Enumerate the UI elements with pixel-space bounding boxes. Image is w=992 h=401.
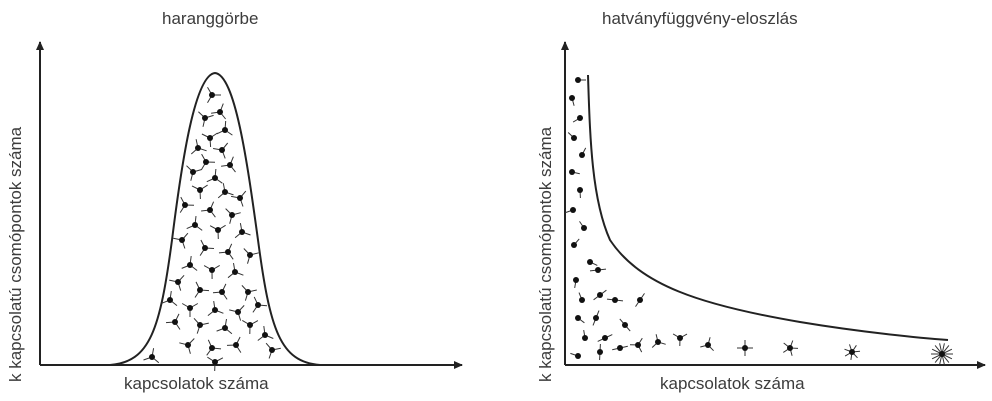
- network-node-icon: [203, 264, 220, 280]
- network-node-icon: [221, 156, 236, 173]
- left-x-axis-label: kapcsolatok száma: [124, 374, 269, 393]
- network-node-icon: [252, 296, 268, 313]
- network-node-icon: [186, 216, 203, 231]
- network-node-icon: [606, 297, 624, 303]
- network-node-icon: [700, 337, 714, 352]
- network-node-icon: [206, 168, 223, 184]
- network-node-icon: [216, 120, 233, 136]
- right-x-axis-label: kapcsolatok száma: [660, 374, 805, 393]
- left-panel-title: haranggörbe: [162, 9, 259, 28]
- power-law-nodes: [565, 77, 953, 365]
- network-node-icon: [206, 339, 222, 356]
- right-y-axis-label: k kapcsolatú csomópontok száma: [536, 126, 555, 382]
- network-node-icon: [169, 274, 185, 291]
- network-node-icon: [213, 142, 229, 159]
- network-node-icon: [225, 208, 241, 224]
- network-node-icon: [179, 196, 195, 213]
- network-node-icon: [218, 243, 234, 260]
- network-node-icon: [194, 281, 210, 298]
- network-node-icon: [199, 239, 215, 256]
- network-node-icon: [241, 285, 257, 301]
- network-node-icon: [569, 169, 580, 175]
- network-node-icon: [209, 224, 226, 240]
- network-node-icon: [234, 223, 251, 239]
- network-node-icon: [242, 319, 259, 335]
- network-node-icon: [567, 132, 577, 141]
- network-node-icon: [243, 248, 259, 264]
- network-node-icon: [629, 337, 643, 353]
- network-node-icon: [200, 153, 216, 170]
- network-node-icon: [181, 256, 198, 271]
- network-node-icon: [844, 344, 861, 360]
- network-node-icon: [572, 115, 583, 123]
- network-node-icon: [737, 340, 753, 356]
- network-node-icon: [190, 139, 207, 155]
- power-law-curve: [587, 74, 949, 341]
- network-node-icon: [577, 187, 583, 199]
- network-node-icon: [198, 111, 214, 127]
- network-node-icon: [161, 291, 178, 306]
- network-node-icon: [592, 310, 600, 326]
- network-node-icon: [216, 319, 233, 335]
- network-node-icon: [578, 292, 585, 303]
- network-node-icon: [217, 183, 234, 199]
- network-node-icon: [582, 330, 588, 341]
- network-node-icon: [173, 232, 189, 249]
- network-node-icon: [571, 238, 580, 248]
- network-node-icon: [651, 334, 666, 348]
- network-node-icon: [575, 315, 585, 324]
- network-node-icon: [207, 86, 221, 104]
- network-node-icon: [573, 277, 579, 288]
- network-node-icon: [619, 318, 631, 332]
- network-node-icon: [597, 334, 613, 342]
- network-node-icon: [186, 165, 202, 181]
- left-y-axis-label: k kapcsolatú csomópontok száma: [6, 126, 25, 382]
- network-node-icon: [783, 340, 799, 356]
- network-node-icon: [612, 345, 628, 351]
- network-node-icon: [201, 201, 216, 218]
- right-panel-title: hatványfüggvény-eloszlás: [602, 9, 798, 28]
- network-node-icon: [575, 77, 586, 83]
- network-node-icon: [207, 301, 224, 316]
- bell-curve: [109, 71, 321, 366]
- network-node-icon: [229, 305, 245, 321]
- network-node-icon: [231, 190, 247, 207]
- network-node-icon: [597, 343, 603, 361]
- network-node-icon: [207, 356, 224, 372]
- network-node-icon: [181, 303, 199, 317]
- network-node-icon: [579, 221, 587, 231]
- hub-node-icon: [931, 343, 953, 365]
- network-node-icon: [226, 336, 242, 353]
- network-node-icon: [257, 326, 274, 341]
- network-node-icon: [211, 103, 226, 120]
- network-node-icon: [179, 338, 195, 354]
- network-node-icon: [579, 147, 587, 158]
- network-node-icon: [212, 283, 228, 300]
- network-node-icon: [565, 207, 576, 214]
- bell-curve-nodes: [143, 86, 281, 372]
- network-node-icon: [587, 259, 598, 266]
- network-node-icon: [165, 313, 181, 330]
- network-node-icon: [672, 333, 688, 347]
- network-node-icon: [570, 352, 581, 359]
- network-node-icon: [193, 317, 209, 334]
- network-node-icon: [201, 132, 218, 148]
- network-node-icon: [191, 184, 208, 200]
- network-node-icon: [227, 263, 244, 279]
- network-node-icon: [569, 95, 575, 106]
- network-node-icon: [589, 267, 607, 273]
- network-node-icon: [143, 348, 160, 364]
- network-node-icon: [265, 342, 281, 359]
- network-node-icon: [593, 289, 607, 301]
- network-node-icon: [635, 293, 645, 307]
